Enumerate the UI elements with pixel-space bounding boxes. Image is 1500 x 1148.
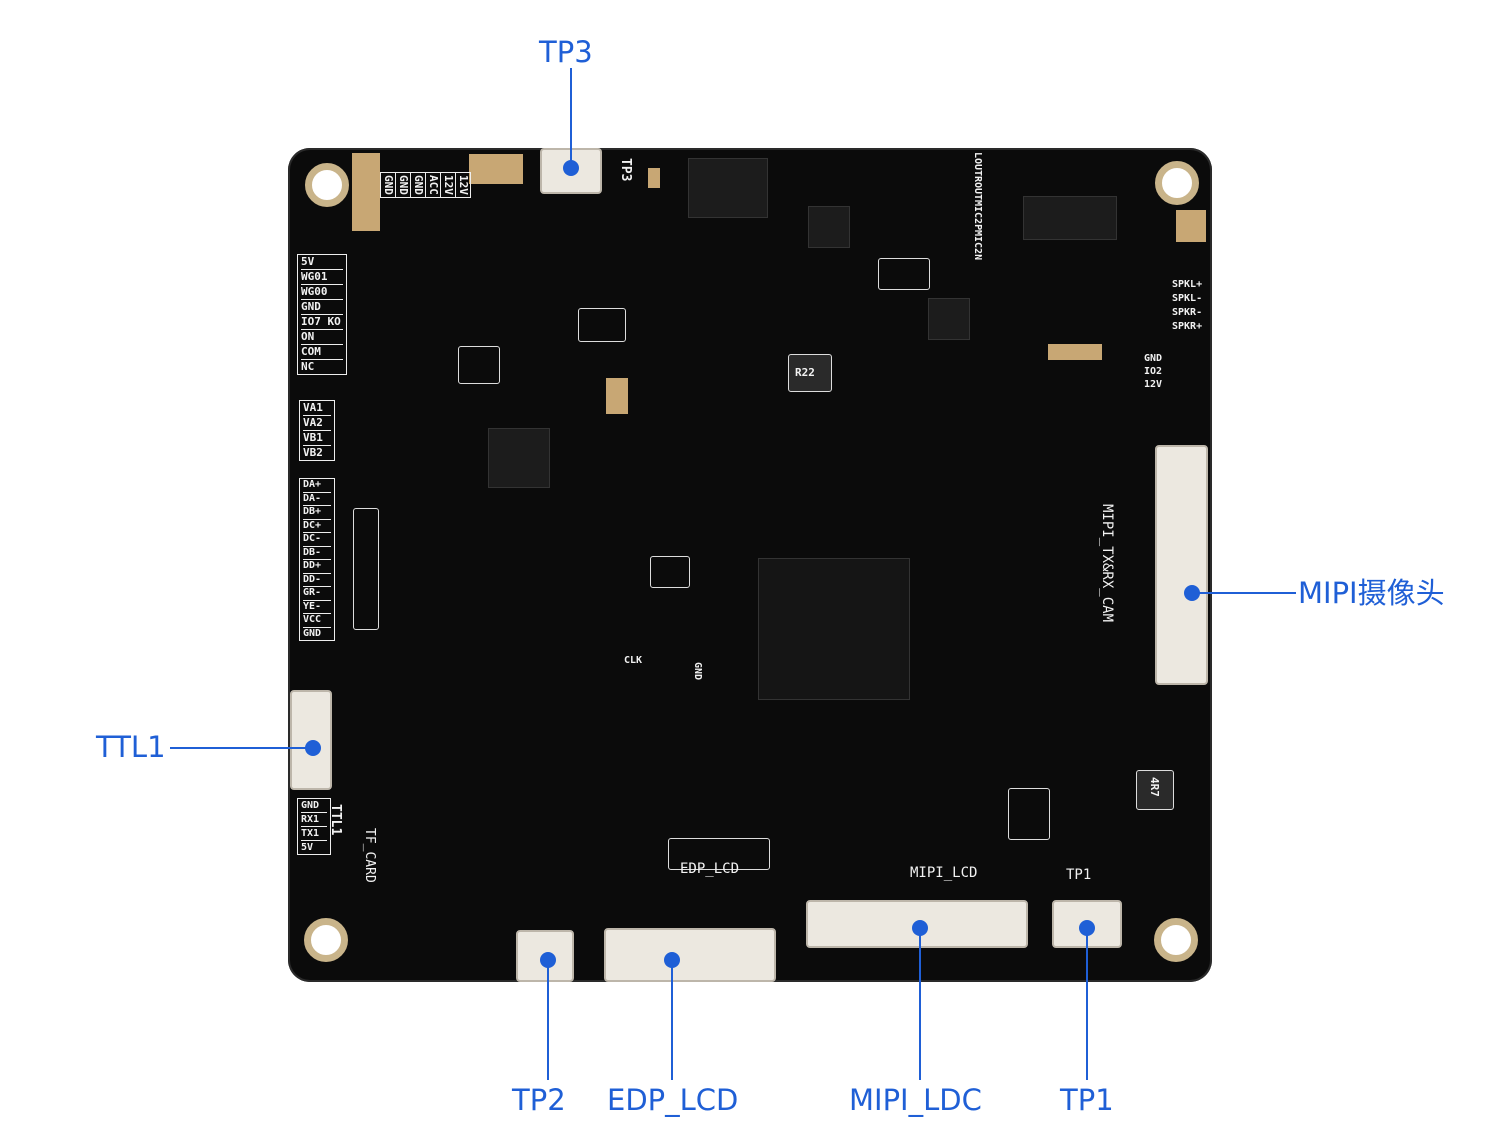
mipi-cam-silk: MIPI_TX&RX_CAM: [1099, 504, 1115, 623]
tp3-leader-line: [570, 68, 572, 168]
inductor: R22: [788, 354, 832, 392]
tp1-silk: TP1: [1066, 867, 1092, 883]
component: [650, 556, 690, 588]
ic-chip: [928, 298, 970, 340]
gold-pad: [648, 168, 660, 188]
gnd-silk: GND: [692, 662, 703, 681]
edp-lcd-connector: [604, 928, 776, 982]
gold-pad: [352, 153, 380, 231]
tp2-label: TP2: [512, 1083, 566, 1117]
edp-lcd-label: EDP_LCD: [607, 1083, 739, 1117]
ttl-header-silk: GND RX1 TX1 5V: [297, 798, 331, 855]
tp2-marker: [540, 952, 556, 968]
mipi-camera-leader-line: [1192, 592, 1296, 594]
component: [1008, 788, 1050, 840]
tf-card-silk: TF_CARD: [362, 828, 377, 883]
ttl1-marker: [305, 740, 321, 756]
power-header-silk: 12V 12V ACC GND GND GND: [380, 172, 471, 198]
valve-header-silk: VA1 VA2 VB1 VB2: [299, 400, 335, 461]
gold-pad: [1048, 344, 1102, 360]
gold-pad: [1176, 210, 1206, 242]
mipi-camera-marker: [1184, 585, 1200, 601]
mipi-ldc-marker: [912, 920, 928, 936]
ttl1-leader-line: [170, 747, 313, 749]
ic-chip: [1023, 196, 1117, 240]
mounting-hole: [305, 163, 349, 207]
mounting-hole: [304, 918, 348, 962]
component: [353, 508, 379, 630]
mipi-ldc-label: MIPI_LDC: [849, 1083, 982, 1117]
gold-pad: [606, 378, 628, 414]
edp-lcd-marker: [664, 952, 680, 968]
gold-pad: [469, 154, 523, 184]
component: [878, 258, 930, 290]
component: [458, 346, 500, 384]
mipi-lcd-silk: MIPI_LCD: [910, 865, 978, 881]
mipi-camera-connector: [1155, 445, 1208, 685]
tp3-marker: [563, 160, 579, 176]
inductor-label: R22: [795, 366, 815, 379]
soc-chip: [758, 558, 910, 700]
pcb-board: R22 4R7 12V 12V ACC GND GND GND 5V WG01 …: [288, 148, 1212, 982]
ttl1-silk: TTL1: [328, 804, 343, 836]
ic-chip: [808, 206, 850, 248]
mounting-hole: [1154, 918, 1198, 962]
component: [578, 308, 626, 342]
audio-silk: MIC2N MIC2P ROUT LOUT: [972, 152, 983, 261]
inductor: 4R7: [1136, 770, 1174, 810]
tp1-marker: [1079, 920, 1095, 936]
tp1-label: TP1: [1060, 1083, 1114, 1117]
clk-silk: CLK: [624, 655, 643, 666]
tp3-silk: TP3: [618, 158, 633, 182]
mounting-hole: [1155, 161, 1199, 205]
ttl1-label: TTL1: [96, 730, 166, 764]
ic-chip: [688, 158, 768, 218]
speaker-silk: SPKL+ SPKL- SPKR- SPKR+: [1172, 279, 1203, 332]
component: [668, 838, 770, 870]
edp-lcd-leader-line: [671, 960, 673, 1080]
inductor-label: 4R7: [1148, 777, 1161, 797]
tp2-leader-line: [547, 960, 549, 1080]
io-header-silk: GND IO2 12V: [1144, 353, 1163, 390]
ic-chip: [488, 428, 550, 488]
edp-lcd-silk: EDP_LCD: [680, 861, 740, 877]
mipi-ldc-leader-line: [919, 928, 921, 1080]
data-header-silk: DA+ DA- DB+ DC+ DC- DB- DD+ DD- GR- YE- …: [299, 478, 335, 641]
tp3-label: TP3: [539, 35, 593, 69]
relay-header-silk: 5V WG01 WG00 GND IO7 KO ON COM NC: [297, 254, 347, 375]
mipi-camera-label: MIPI摄像头: [1298, 576, 1445, 610]
tp1-leader-line: [1086, 928, 1088, 1080]
